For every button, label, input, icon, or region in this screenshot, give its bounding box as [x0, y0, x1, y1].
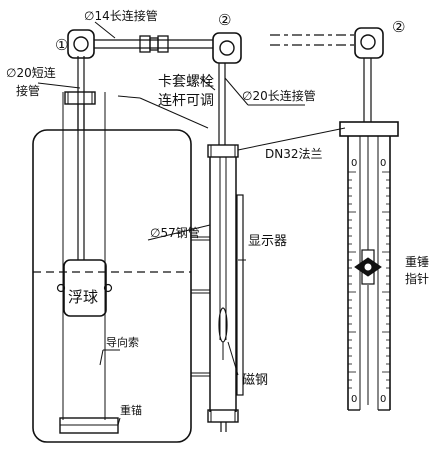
pipe-14-long [94, 35, 213, 53]
label-guide-wire: 导向索 [106, 335, 139, 349]
tank [32, 92, 210, 443]
steel-pipe-57 [207, 157, 244, 432]
scale-ticks-right [382, 171, 390, 389]
leader-lines [37, 21, 346, 426]
label-steel-pipe-57: ∅57钢管 [150, 225, 200, 240]
label-pointer-2: 指针 [405, 271, 429, 286]
label-num-1: ① [55, 36, 68, 54]
tank-top-flange [64, 56, 96, 130]
pipe-20-long [207, 63, 239, 158]
label-pipe-20-short-2: 接管 [16, 83, 40, 98]
label-rod-adjustable: 连杆可调 [158, 93, 214, 109]
scale-assembly [339, 58, 399, 411]
scale-ticks-left [348, 171, 356, 389]
label-anchor: 重锚 [120, 403, 142, 417]
float-guide-eye-right [103, 283, 113, 293]
tank-body [32, 129, 192, 443]
label-flange-dn32: DN32法兰 [265, 147, 323, 161]
pulley-2-right [354, 27, 384, 59]
label-magnet-steel: 磁钢 [242, 373, 268, 388]
pulley-2-center [212, 32, 242, 64]
label-display: 显示器 [248, 234, 287, 249]
float-guide-eye-left [56, 283, 66, 293]
pipe-right-broken [270, 34, 355, 46]
label-num-2-center: ② [218, 11, 231, 29]
label-scale-zero-right-bottom: 0 [380, 394, 386, 405]
label-scale-zero-left-top: 0 [351, 158, 357, 169]
label-clamp-bolt: 卡套螺栓 [158, 74, 214, 90]
pulley-1 [67, 29, 95, 59]
label-pipe-20-short-1: ∅20短连 [6, 65, 56, 80]
label-num-2-right: ② [392, 18, 405, 36]
label-pipe-20-long: ∅20长连接管 [242, 88, 316, 103]
label-scale-zero-right-top: 0 [380, 158, 386, 169]
display-strip [236, 194, 244, 396]
label-scale-zero-left-bottom: 0 [351, 394, 357, 405]
label-pointer-1: 重锤 [405, 254, 429, 269]
label-pipe-14-long: ∅14长连接管 [84, 8, 158, 23]
label-float-ball: 浮球 [68, 288, 98, 306]
